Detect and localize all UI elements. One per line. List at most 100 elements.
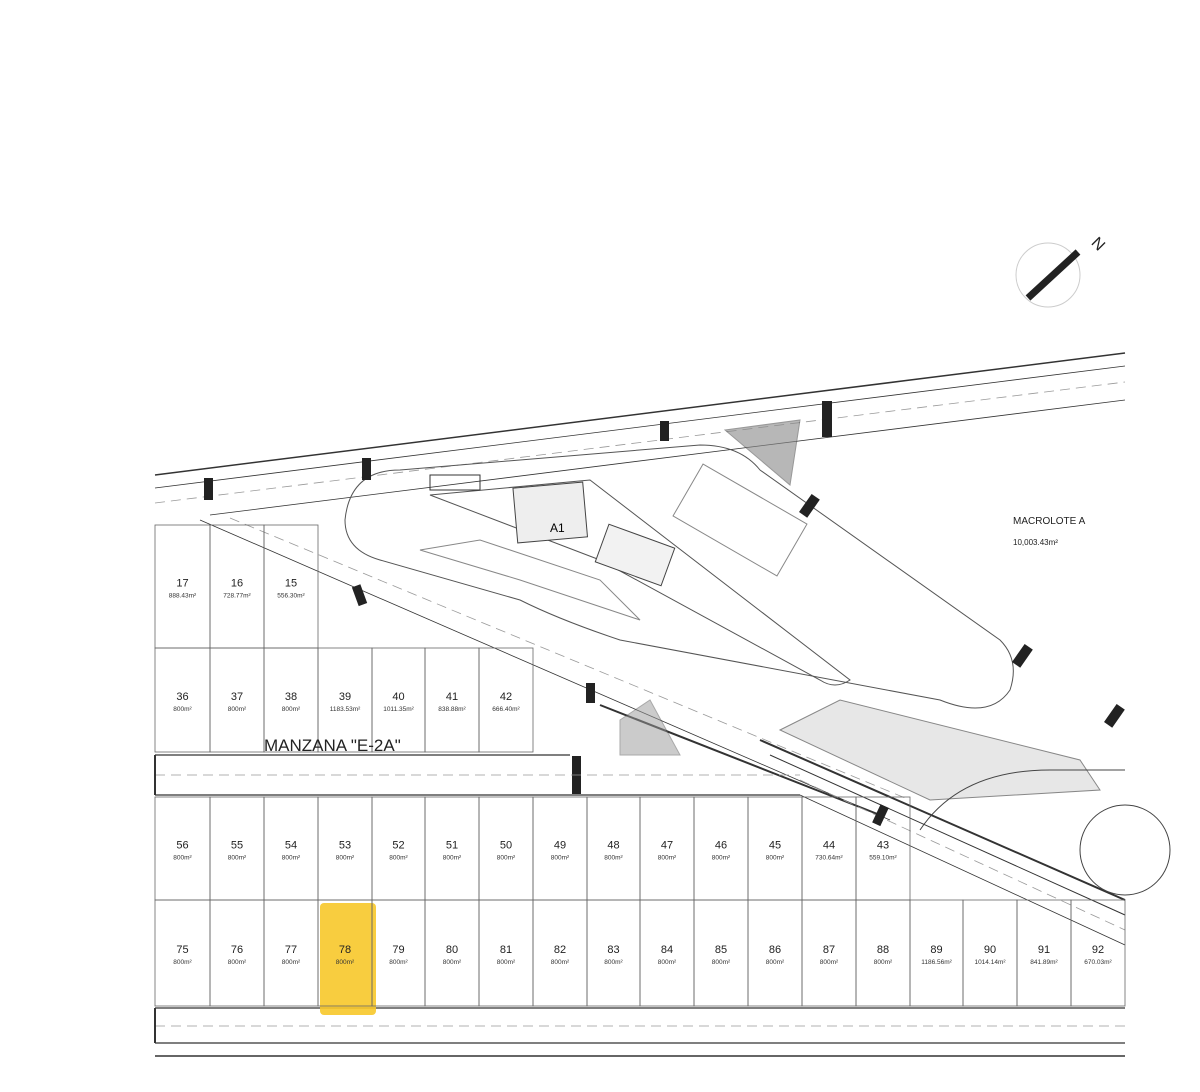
lot-area: 1186.56m² xyxy=(921,959,952,966)
lot-area: 838.88m² xyxy=(438,706,466,713)
lot-boundary xyxy=(478,647,534,753)
lot-area: 670.03m² xyxy=(1084,959,1112,966)
lot-92[interactable]: 92 670.03m² xyxy=(1070,899,1126,1007)
lot-area: 666.40m² xyxy=(492,706,520,713)
lot-number: 81 xyxy=(500,944,512,956)
lot-48[interactable]: 48 800m² xyxy=(586,796,641,901)
lot-50[interactable]: 50 800m² xyxy=(478,796,534,901)
lot-number: 85 xyxy=(715,944,727,956)
lot-area: 559.10m² xyxy=(869,855,897,862)
lot-area: 800m² xyxy=(173,959,192,966)
lot-number: 16 xyxy=(231,578,243,590)
lot-number: 80 xyxy=(446,944,458,956)
lot-number: 92 xyxy=(1092,944,1104,956)
lot-area: 800m² xyxy=(336,959,355,966)
lot-number: 42 xyxy=(500,691,512,703)
lot-number: 55 xyxy=(231,840,243,852)
lot-number: 79 xyxy=(392,944,404,956)
lot-area: 728.77m² xyxy=(223,593,251,600)
lot-number: 37 xyxy=(231,691,243,703)
lot-number: 83 xyxy=(607,944,619,956)
lot-80[interactable]: 80 800m² xyxy=(424,899,480,1007)
lot-16[interactable]: 16 728.77m² xyxy=(209,524,265,649)
lot-41[interactable]: 41 838.88m² xyxy=(424,647,480,753)
lot-number: 77 xyxy=(285,944,297,956)
lot-number: 89 xyxy=(930,944,942,956)
lot-boundary xyxy=(1070,899,1126,1007)
lot-area: 800m² xyxy=(282,959,301,966)
lot-number: 41 xyxy=(446,691,458,703)
lot-number: 75 xyxy=(176,944,188,956)
lot-area: 800m² xyxy=(551,855,570,862)
lot-81[interactable]: 81 800m² xyxy=(478,899,534,1007)
lot-area: 800m² xyxy=(389,855,408,862)
lot-42[interactable]: 42 666.40m² xyxy=(478,647,534,753)
lot-number: 90 xyxy=(984,944,996,956)
lot-area: 800m² xyxy=(173,855,192,862)
lot-77[interactable]: 77 800m² xyxy=(263,899,319,1007)
lot-55[interactable]: 55 800m² xyxy=(209,796,265,901)
lot-53[interactable]: 53 800m² xyxy=(317,796,373,901)
lot-88[interactable]: 88 800m² xyxy=(855,899,911,1007)
lot-number: 56 xyxy=(176,840,188,852)
lot-area: 730.64m² xyxy=(815,855,843,862)
lot-number: 50 xyxy=(500,840,512,852)
lots: 17888.43m²16728.77m²15556.30m²36800m²378… xyxy=(154,524,1126,1015)
lot-number: 46 xyxy=(715,840,727,852)
lot-area: 800m² xyxy=(658,959,677,966)
macrolot-area: 10,003.43m² xyxy=(1013,538,1058,547)
lot-86[interactable]: 86 800m² xyxy=(747,899,803,1007)
lot-number: 53 xyxy=(339,840,351,852)
lot-area: 888.43m² xyxy=(169,593,197,600)
bottom-road xyxy=(154,1007,1125,1057)
lot-area: 800m² xyxy=(443,959,462,966)
lot-number: 88 xyxy=(877,944,889,956)
lot-area: 800m² xyxy=(874,959,893,966)
lot-area: 800m² xyxy=(604,959,623,966)
lot-number: 40 xyxy=(392,691,404,703)
lot-area: 800m² xyxy=(336,855,355,862)
lot-area: 800m² xyxy=(766,959,785,966)
lot-89[interactable]: 89 1186.56m² xyxy=(909,899,964,1007)
north-arrow-icon: N xyxy=(1015,234,1108,308)
lot-area: 800m² xyxy=(604,855,623,862)
lot-area: 1183.53m² xyxy=(330,706,361,713)
lot-area: 800m² xyxy=(228,855,247,862)
lot-area: 556.30m² xyxy=(277,593,305,600)
lot-area: 800m² xyxy=(497,855,516,862)
lot-number: 86 xyxy=(769,944,781,956)
middle-road xyxy=(154,754,800,796)
lot-83[interactable]: 83 800m² xyxy=(586,899,641,1007)
lot-45[interactable]: 45 800m² xyxy=(747,796,803,901)
lot-area: 800m² xyxy=(766,855,785,862)
lot-number: 43 xyxy=(877,840,889,852)
lot-number: 45 xyxy=(769,840,781,852)
lot-area: 800m² xyxy=(173,706,192,713)
lot-area: 800m² xyxy=(282,706,301,713)
lot-area: 800m² xyxy=(497,959,516,966)
lot-area: 841.89m² xyxy=(1030,959,1058,966)
lot-number: 82 xyxy=(554,944,566,956)
lot-number: 48 xyxy=(607,840,619,852)
lot-56[interactable]: 56 800m² xyxy=(154,796,211,901)
lot-75[interactable]: 75 800m² xyxy=(154,899,211,1007)
lot-number: 76 xyxy=(231,944,243,956)
